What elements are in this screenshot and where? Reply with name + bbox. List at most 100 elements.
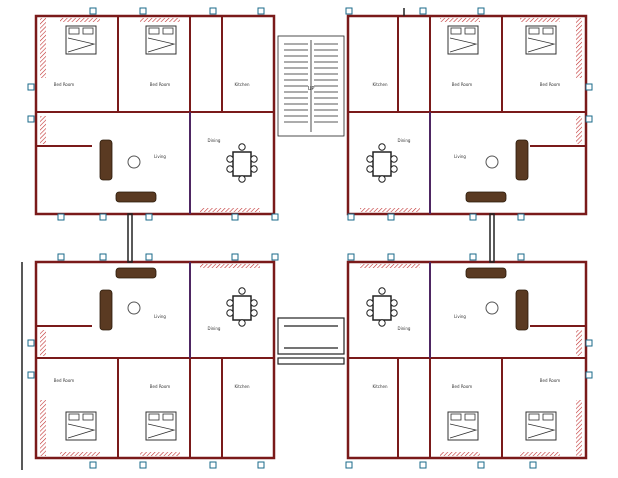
dining-table-icon [226,287,258,327]
room-label-tr-kitchen: Kitchen [372,82,387,87]
staircase: UP [277,35,345,137]
bed-icon [525,411,557,441]
room-label-br-living: Living [454,314,466,319]
hatched-wall [576,18,582,78]
dining-table-icon [226,143,258,183]
grid-marker [477,7,485,15]
sofa-icon [515,139,529,181]
bed-icon [145,25,177,55]
grid-marker [257,7,265,15]
grid-marker [99,253,107,261]
grid-marker [27,371,35,379]
grid-marker [585,115,593,123]
grid-marker [139,7,147,15]
room-label-tl-dining: Dining [208,138,221,143]
grid-marker [27,83,35,91]
grid-marker [271,253,279,261]
grid-marker [517,213,525,221]
room-label-tl-kitchen: Kitchen [234,82,249,87]
rug-icon [127,155,141,169]
grid-marker [469,253,477,261]
dining-table-icon [366,287,398,327]
furniture-layer [65,25,557,441]
sofa-icon [515,289,529,331]
grid-marker [231,253,239,261]
grid-marker [145,253,153,261]
room-label-br-dining: Dining [398,326,411,331]
hatched-wall [576,400,582,456]
hatched-wall [200,208,260,212]
room-label-tr-bed1: Bed Room [452,82,473,87]
grid-marker [27,339,35,347]
room-label-br-bed2: Bed Room [540,378,561,383]
bed-icon [525,25,557,55]
grid-marker [517,253,525,261]
grid-marker [419,7,427,15]
grid-marker [89,461,97,469]
bed-icon [447,25,479,55]
dimension-markers [27,7,593,469]
glazing-lines [189,112,431,358]
grid-marker [477,461,485,469]
hatched-wall [520,18,560,22]
lift-shaft [277,317,345,365]
room-label-tl-bed1: Bed Room [54,82,75,87]
hatched-wall [576,330,582,356]
hatched-wall [360,264,420,268]
hatched-wall [40,330,46,356]
grid-marker [347,213,355,221]
grid-marker [585,371,593,379]
bed-icon [145,411,177,441]
sofa-icon [465,191,507,203]
grid-marker [209,461,217,469]
hatched-wall [40,116,46,144]
grid-marker [27,115,35,123]
hatched-wall [60,452,100,456]
hatched-wall [440,452,480,456]
bed-icon [65,411,97,441]
bed-icon [447,411,479,441]
grid-marker [419,461,427,469]
grid-marker [529,461,537,469]
grid-marker [585,83,593,91]
room-label-br-kitchen: Kitchen [372,384,387,389]
room-label-tr-living: Living [454,154,466,159]
rug-icon [485,155,499,169]
sofa-icon [99,139,113,181]
link-columns [21,8,495,470]
sofa-icon [465,267,507,279]
grid-marker [347,253,355,261]
grid-marker [345,7,353,15]
sofa-icon [99,289,113,331]
grid-marker [99,213,107,221]
grid-marker [387,253,395,261]
grid-marker [139,461,147,469]
grid-marker [345,461,353,469]
grid-marker [585,339,593,347]
hatched-wall [60,18,100,22]
room-label-bl-kitchen: Kitchen [234,384,249,389]
grid-marker [271,213,279,221]
grid-marker [231,213,239,221]
sofa-icon [115,267,157,279]
room-label-br-bed1: Bed Room [452,384,473,389]
room-label-tl-living: Living [154,154,166,159]
building-outline [34,14,588,460]
room-label-tr-bed2: Bed Room [540,82,561,87]
room-label-tr-dining: Dining [398,138,411,143]
hatched-wall [140,18,180,22]
grid-marker [145,213,153,221]
room-label-bl-dining: Dining [208,326,221,331]
hatched-wall [440,18,480,22]
room-label-tl-bed2: Bed Room [150,82,171,87]
room-label-bl-bed1: Bed Room [54,378,75,383]
rug-icon [485,301,499,315]
wall-hatching [40,18,582,456]
grid-marker [89,7,97,15]
grid-marker [57,213,65,221]
bed-icon [65,25,97,55]
grid-marker [387,213,395,221]
room-label-bl-bed2: Bed Room [150,384,171,389]
